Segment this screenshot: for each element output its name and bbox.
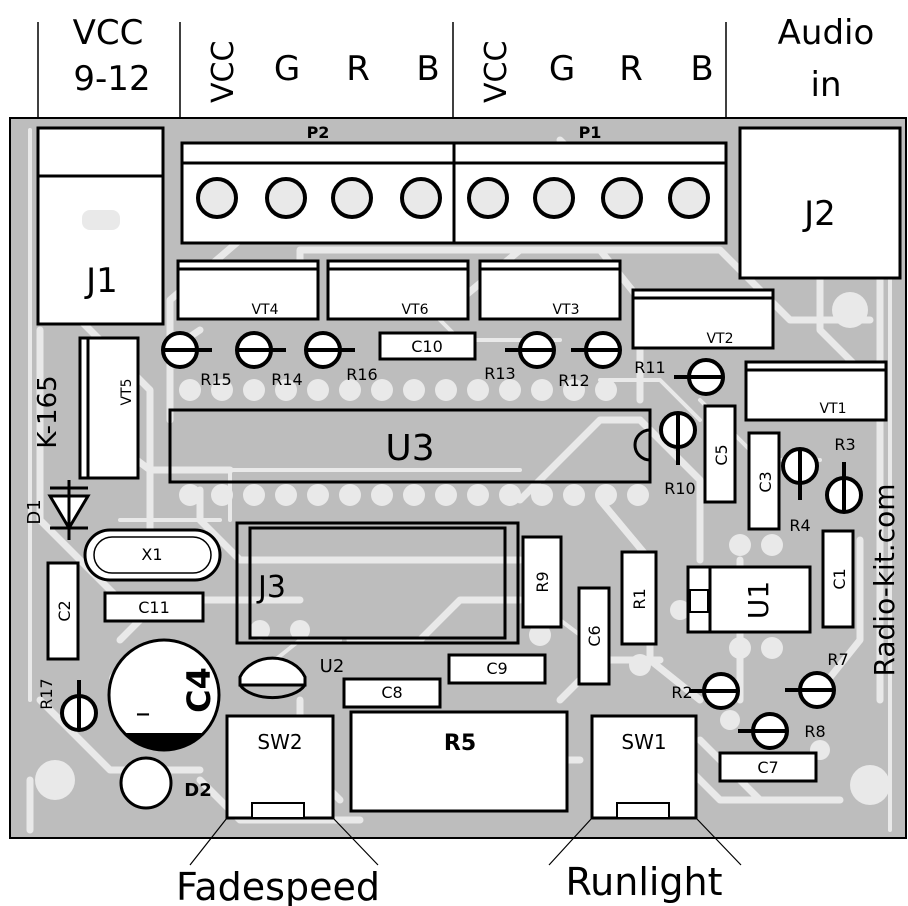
- vt5-label: VT5: [119, 378, 135, 405]
- p1-terminal-block: P1: [452, 123, 728, 245]
- p1-pin-vcc-label: VCC: [479, 41, 514, 103]
- vt3-transistor: VT3: [478, 259, 622, 321]
- u2-regulator: U2: [238, 656, 345, 700]
- c4-minus-mark: –: [136, 696, 151, 731]
- p1-pin-b-label: B: [690, 49, 713, 89]
- c5-label: C5: [712, 444, 731, 465]
- x1-crystal: X1: [83, 528, 222, 582]
- u2-label: U2: [320, 656, 345, 677]
- website-label: Radio-kit.com: [868, 484, 901, 677]
- j3-header: J3: [235, 521, 520, 645]
- vt2-transistor: VT2: [631, 288, 775, 350]
- p2-pin-g-label: G: [274, 49, 300, 89]
- c9-label: C9: [486, 659, 507, 678]
- r12-label: R12: [558, 371, 589, 390]
- r9-resistor: R9: [521, 535, 563, 629]
- c7-label: C7: [757, 758, 778, 777]
- p2-terminal-block: P2: [180, 123, 456, 245]
- r5-label: R5: [444, 731, 476, 756]
- r17-label: R17: [37, 678, 56, 709]
- d1-label: D1: [24, 499, 45, 524]
- sw2-label: SW2: [257, 730, 302, 754]
- j2-audio-jack: J2: [738, 126, 902, 280]
- vt4-label: VT4: [251, 302, 278, 318]
- r16-label: R16: [346, 365, 377, 384]
- vt6-label: VT6: [401, 302, 428, 318]
- u3-label: U3: [385, 428, 434, 469]
- r8-label: R8: [804, 722, 825, 741]
- sw2-switch: SW2: [225, 714, 335, 820]
- callout-leaders: [189, 817, 742, 866]
- c8-label: C8: [381, 683, 402, 702]
- j2-label: J2: [802, 194, 836, 234]
- p1-label: P1: [579, 123, 602, 142]
- r4-label: R4: [789, 516, 810, 535]
- r1-label: R1: [630, 588, 649, 609]
- r3-label: R3: [834, 435, 855, 454]
- vertical-resistors: [60, 331, 863, 750]
- header-dividers: [37, 22, 727, 130]
- vt3-label: VT3: [552, 302, 579, 318]
- r5-potentiometer: R5: [349, 710, 569, 813]
- runlight-callout: Runlight: [565, 860, 722, 904]
- d1-diode: D1: [24, 480, 91, 540]
- x1-label: X1: [141, 545, 162, 564]
- p2-pin-vcc-label: VCC: [206, 41, 241, 103]
- vt1-label: VT1: [819, 401, 846, 417]
- audio-label-line2: in: [811, 65, 842, 105]
- audio-label-line1: Audio: [778, 13, 875, 53]
- p2-pin-b-label: B: [416, 49, 439, 89]
- vt4-transistor: VT4: [176, 259, 320, 321]
- c4-capacitor: C4 –: [107, 638, 221, 752]
- r11-label: R11: [634, 358, 665, 377]
- j1-power-jack: J1: [36, 126, 165, 326]
- r2-label: R2: [671, 683, 692, 702]
- c2-label: C2: [55, 600, 74, 621]
- r15-label: R15: [200, 370, 231, 389]
- c11-label: C11: [138, 598, 170, 617]
- sw1-label: SW1: [621, 730, 666, 754]
- p2-label: P2: [307, 123, 330, 142]
- solder-pads: [35, 162, 890, 805]
- j1-label: J1: [84, 261, 118, 301]
- p2-pin-r-label: R: [346, 49, 370, 89]
- u1-ic: U1: [686, 565, 812, 634]
- vt1-transistor: VT1: [744, 360, 888, 422]
- kit-id-label: K-165: [33, 375, 63, 448]
- c3-label: C3: [756, 471, 775, 492]
- capacitors: [46, 331, 855, 783]
- j3-label: J3: [256, 570, 286, 605]
- power-label-vcc: VCC: [73, 13, 144, 53]
- power-label-voltage: 9-12: [73, 59, 150, 99]
- d2-label: D2: [184, 780, 211, 801]
- r14-label: R14: [271, 370, 302, 389]
- fadespeed-callout: Fadespeed: [176, 865, 380, 906]
- u1-label: U1: [742, 581, 775, 619]
- p1-pin-g-label: G: [549, 49, 575, 89]
- vt5-transistor: VT5: [78, 336, 140, 480]
- c4-label: C4: [180, 667, 218, 713]
- sw1-switch: SW1: [590, 714, 698, 820]
- r7-label: R7: [827, 650, 848, 669]
- r13-label: R13: [484, 364, 515, 383]
- r1-resistor: R1: [620, 550, 658, 646]
- u3-ic: U3: [168, 408, 652, 484]
- c10-label: C10: [411, 337, 443, 356]
- r10-label: R10: [664, 479, 695, 498]
- c1-label: C1: [830, 568, 849, 589]
- vt6-transistor: VT6: [326, 259, 470, 321]
- r9-label: R9: [533, 571, 552, 592]
- c6-label: C6: [585, 625, 604, 646]
- p1-pin-r-label: R: [619, 49, 643, 89]
- vt2-label: VT2: [706, 331, 733, 347]
- d2-led: D2: [119, 756, 212, 810]
